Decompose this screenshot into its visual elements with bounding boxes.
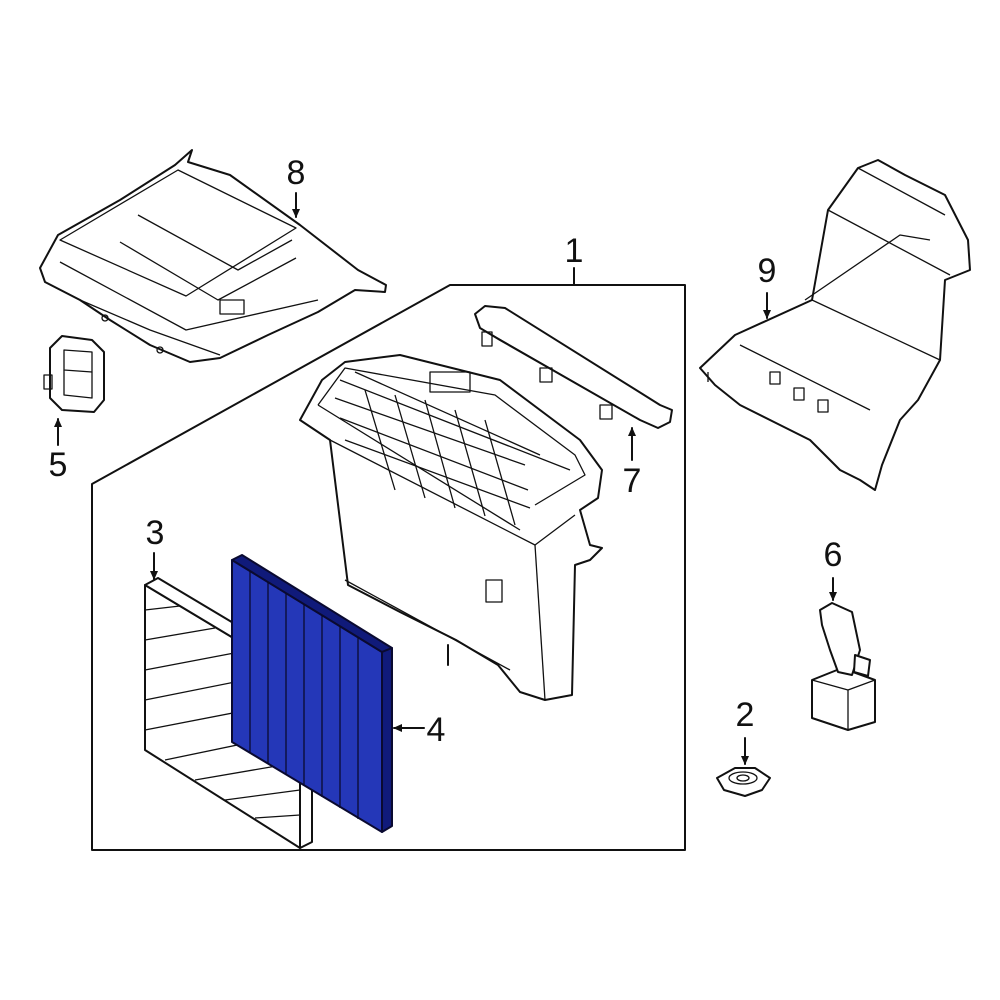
part-7-rail[interactable] <box>474 305 673 429</box>
callout-6: 6 <box>824 536 843 574</box>
part-1-housing[interactable] <box>299 354 603 701</box>
callout-9: 9 <box>758 252 777 290</box>
callout-arrows <box>54 192 837 765</box>
part-2-nut[interactable] <box>716 767 771 797</box>
callout-3: 3 <box>146 514 165 552</box>
part-5-clip[interactable] <box>43 335 105 413</box>
callout-4: 4 <box>427 711 446 749</box>
callout-7: 7 <box>623 462 642 500</box>
callout-numbers: 1 2 3 4 5 6 7 8 9 <box>49 154 843 749</box>
part-4-filter-highlighted[interactable] <box>231 554 393 833</box>
callout-5: 5 <box>49 446 68 484</box>
assembly-frame <box>91 267 686 851</box>
part-8-cover[interactable] <box>39 149 387 363</box>
part-6-sensor[interactable] <box>811 602 876 731</box>
callout-1: 1 <box>565 232 584 270</box>
callout-8: 8 <box>287 154 306 192</box>
callout-2: 2 <box>736 696 755 734</box>
part-9-duct[interactable] <box>699 159 971 491</box>
